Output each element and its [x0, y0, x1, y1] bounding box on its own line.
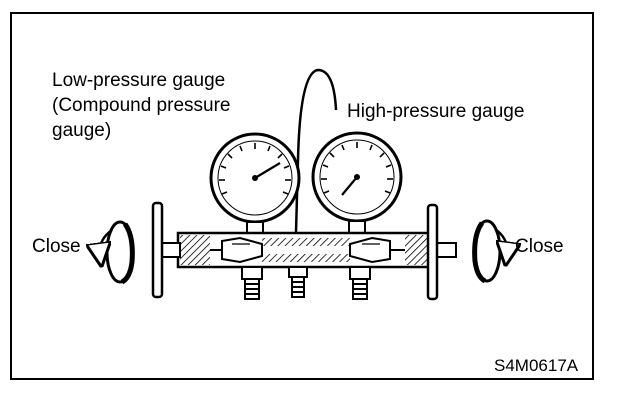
high-pressure-gauge	[311, 131, 403, 236]
figure-code: S4M0617A	[494, 356, 579, 375]
low-pressure-gauge	[209, 132, 301, 237]
low-pressure-gauge-label-line1: Low-pressure gauge	[52, 70, 226, 91]
clockwise-arrow-icon	[472, 219, 507, 284]
low-pressure-gauge-label-line2: (Compound pressure	[52, 95, 231, 116]
center-hose	[294, 68, 338, 233]
high-pressure-gauge-label: High-pressure gauge	[347, 101, 525, 122]
close-label-right: Close	[515, 236, 564, 257]
bottom-fittings	[241, 266, 371, 300]
right-valve-handwheel	[426, 203, 457, 301]
left-valve-handwheel	[151, 201, 181, 299]
manifold-body	[176, 231, 438, 269]
close-label-left: Close	[32, 236, 81, 257]
low-pressure-gauge-label-line3: gauge)	[52, 120, 112, 141]
figure-frame	[10, 12, 594, 380]
counterclockwise-arrow-icon	[100, 220, 135, 285]
